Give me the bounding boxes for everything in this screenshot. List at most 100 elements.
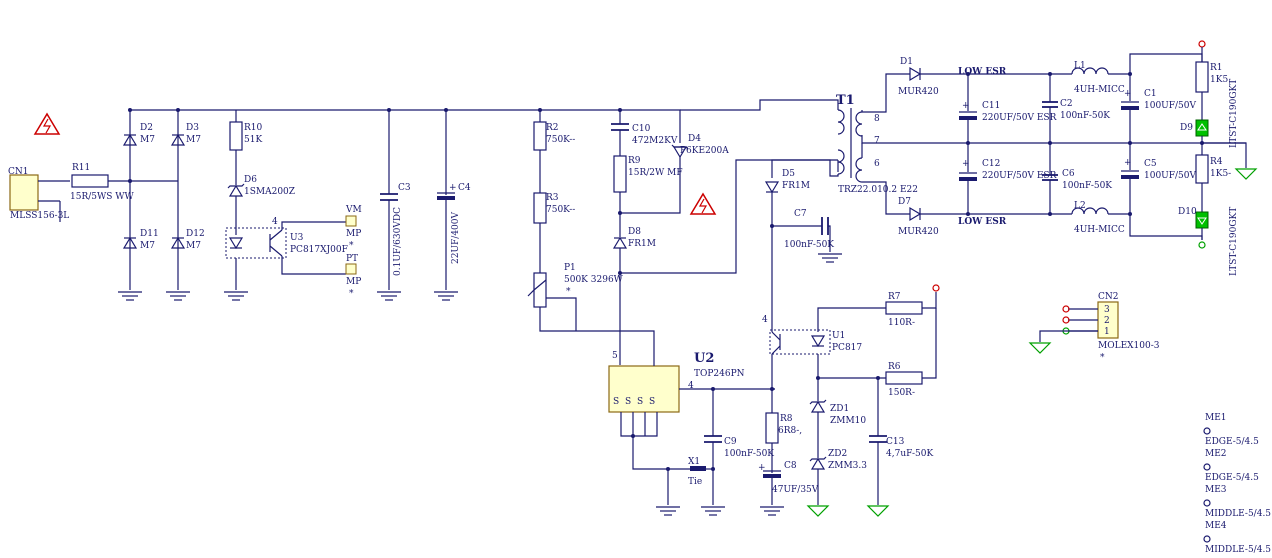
r3-label: R3 (546, 193, 559, 203)
r8-label: R8 (780, 414, 793, 424)
r4-label: R4 (1210, 157, 1223, 167)
c12-value: 220UF/50V ESR (982, 171, 1057, 181)
r10-label: R10 (244, 123, 263, 133)
c7-value: 100nF-50K (784, 240, 834, 250)
u1-label: U1 (832, 331, 845, 341)
mounting-hole-me3 (1203, 499, 1211, 507)
potentiometer-p1 (533, 272, 547, 308)
zener-zd2 (809, 456, 827, 470)
d8-label: D8 (628, 227, 641, 237)
capacitor-c5 (1121, 175, 1139, 179)
c4-value: 22UF/400V (451, 212, 461, 264)
d8-value: FR1M (628, 239, 656, 249)
resistor-r1 (1195, 61, 1209, 93)
diode-d11 (122, 236, 138, 249)
c5-value: 100UF/50V (1144, 171, 1196, 181)
resistor-r9 (613, 155, 627, 193)
d12-value: M7 (186, 241, 201, 251)
c7-label: C7 (794, 209, 807, 219)
c3-value: 0.1UF/630VDC (393, 207, 403, 276)
ground-icon (701, 506, 725, 516)
me1-label: ME1 (1205, 413, 1227, 423)
vm-label: VM (345, 205, 362, 215)
c3-label: C3 (398, 183, 411, 193)
c13-label: C13 (886, 437, 905, 447)
diode-d8 (612, 236, 628, 249)
tvs-diode-d4 (671, 144, 689, 159)
ground-icon (434, 291, 458, 301)
r1-value: 1K5 (1210, 75, 1228, 85)
ground-icon (656, 506, 680, 516)
resistor-r11 (71, 174, 109, 188)
l2-value: 4UH-MICC (1074, 225, 1125, 235)
diode-d1 (909, 66, 922, 82)
resistor-r2 (533, 121, 547, 151)
u1-pin-4: 4 (762, 315, 768, 325)
diode-d5 (764, 181, 780, 194)
u2-pin-s2: S (625, 397, 631, 407)
cn2-value: MOLEX100-3 (1098, 341, 1160, 351)
ground-icon (166, 291, 190, 301)
d11-label: D11 (140, 229, 159, 239)
t1-pin-8: 8 (874, 114, 880, 124)
c8-plus: + (758, 463, 766, 473)
u3-value: PC817XJ00F (290, 245, 348, 255)
d7-label: D7 (898, 197, 911, 207)
c1-value: 100UF/50V (1144, 101, 1196, 111)
u2-pin-4: 4 (688, 381, 694, 391)
d2-label: D2 (140, 123, 153, 133)
cn1-connector (9, 174, 39, 211)
zener-d6 (227, 183, 245, 197)
cn1-label: CN1 (8, 167, 29, 177)
led-d9 (1195, 119, 1209, 137)
r2-label: R2 (546, 123, 559, 133)
r9-value: 15R/2W MF (628, 168, 683, 178)
d4-label: D4 (688, 134, 701, 144)
resistor-r4 (1195, 154, 1209, 184)
u2-label: U2 (694, 351, 714, 366)
cn2-star: * (1100, 353, 1105, 363)
x1-value: Tie (688, 477, 702, 487)
ground-icon (818, 253, 842, 263)
capacitor-c4 (437, 196, 455, 200)
c11-value: 220UF/50V ESR (982, 113, 1057, 123)
d3-label: D3 (186, 123, 199, 133)
r10-value: 51K (244, 135, 262, 145)
d6-label: D6 (244, 175, 257, 185)
c8-value: 47UF/35V (772, 485, 819, 495)
resistor-r3 (533, 192, 547, 224)
mounting-hole-me1 (1203, 427, 1211, 435)
warning-icon (33, 112, 61, 135)
d9-label: D9 (1180, 123, 1193, 133)
r4-value: 1K5- (1210, 169, 1231, 179)
vm-testpoint (345, 215, 357, 227)
capacitor-c11 (959, 116, 977, 120)
r11-label: R11 (72, 163, 90, 173)
pt-testpoint (345, 263, 357, 275)
pt-star: * (349, 289, 354, 299)
c13-value: 4,7uF-50K (886, 449, 933, 459)
ground-icon (1028, 342, 1052, 354)
diode-d12 (170, 236, 186, 249)
diode-d7 (909, 206, 922, 222)
ground-icon (806, 505, 830, 517)
d1-value: MUR420 (898, 87, 939, 97)
capacitor-c12 (959, 177, 977, 181)
t1-value: TRZ22.010.2 E22 (838, 185, 918, 195)
x1-label: X1 (688, 457, 700, 467)
low-esr-label-2: LOW ESR (958, 217, 1007, 227)
zd1-label: ZD1 (830, 404, 849, 414)
u2-pin-s3: S (637, 397, 643, 407)
me4-label: ME4 (1205, 521, 1227, 531)
me3-value: MIDDLE-5/4.5 (1205, 509, 1271, 519)
me2-label: ME2 (1205, 449, 1227, 459)
u2-pin-5: 5 (612, 351, 618, 361)
u2-pin-s4: S (649, 397, 655, 407)
c11-plus: + (962, 101, 970, 111)
d4-value: P6KE200A (680, 146, 729, 156)
u2-pin-s1: S (613, 397, 619, 407)
vm-star: * (349, 241, 354, 251)
p1-value: 500K 3296W (564, 275, 624, 285)
me3-label: ME3 (1205, 485, 1227, 495)
d10-value: LTST-C190GKT (1229, 207, 1239, 276)
